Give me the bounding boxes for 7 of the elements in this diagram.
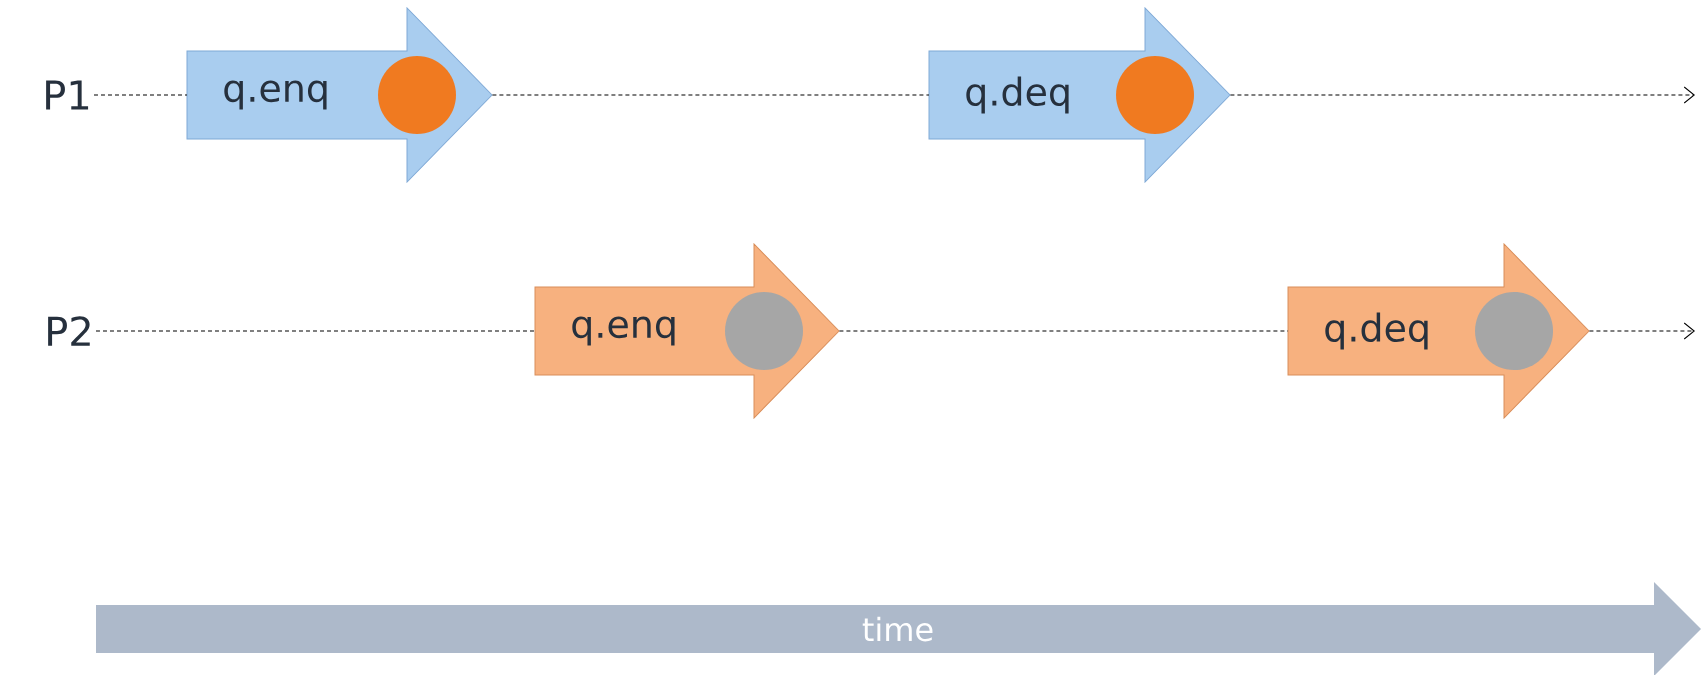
process-label: P2 [48, 316, 90, 346]
timeline-line [1588, 322, 1695, 340]
timeline-line [491, 94, 930, 96]
process-label: P1 [46, 80, 89, 110]
timeline-line [1229, 86, 1695, 104]
timeline-line [838, 330, 1289, 332]
timeline-line [93, 94, 188, 96]
